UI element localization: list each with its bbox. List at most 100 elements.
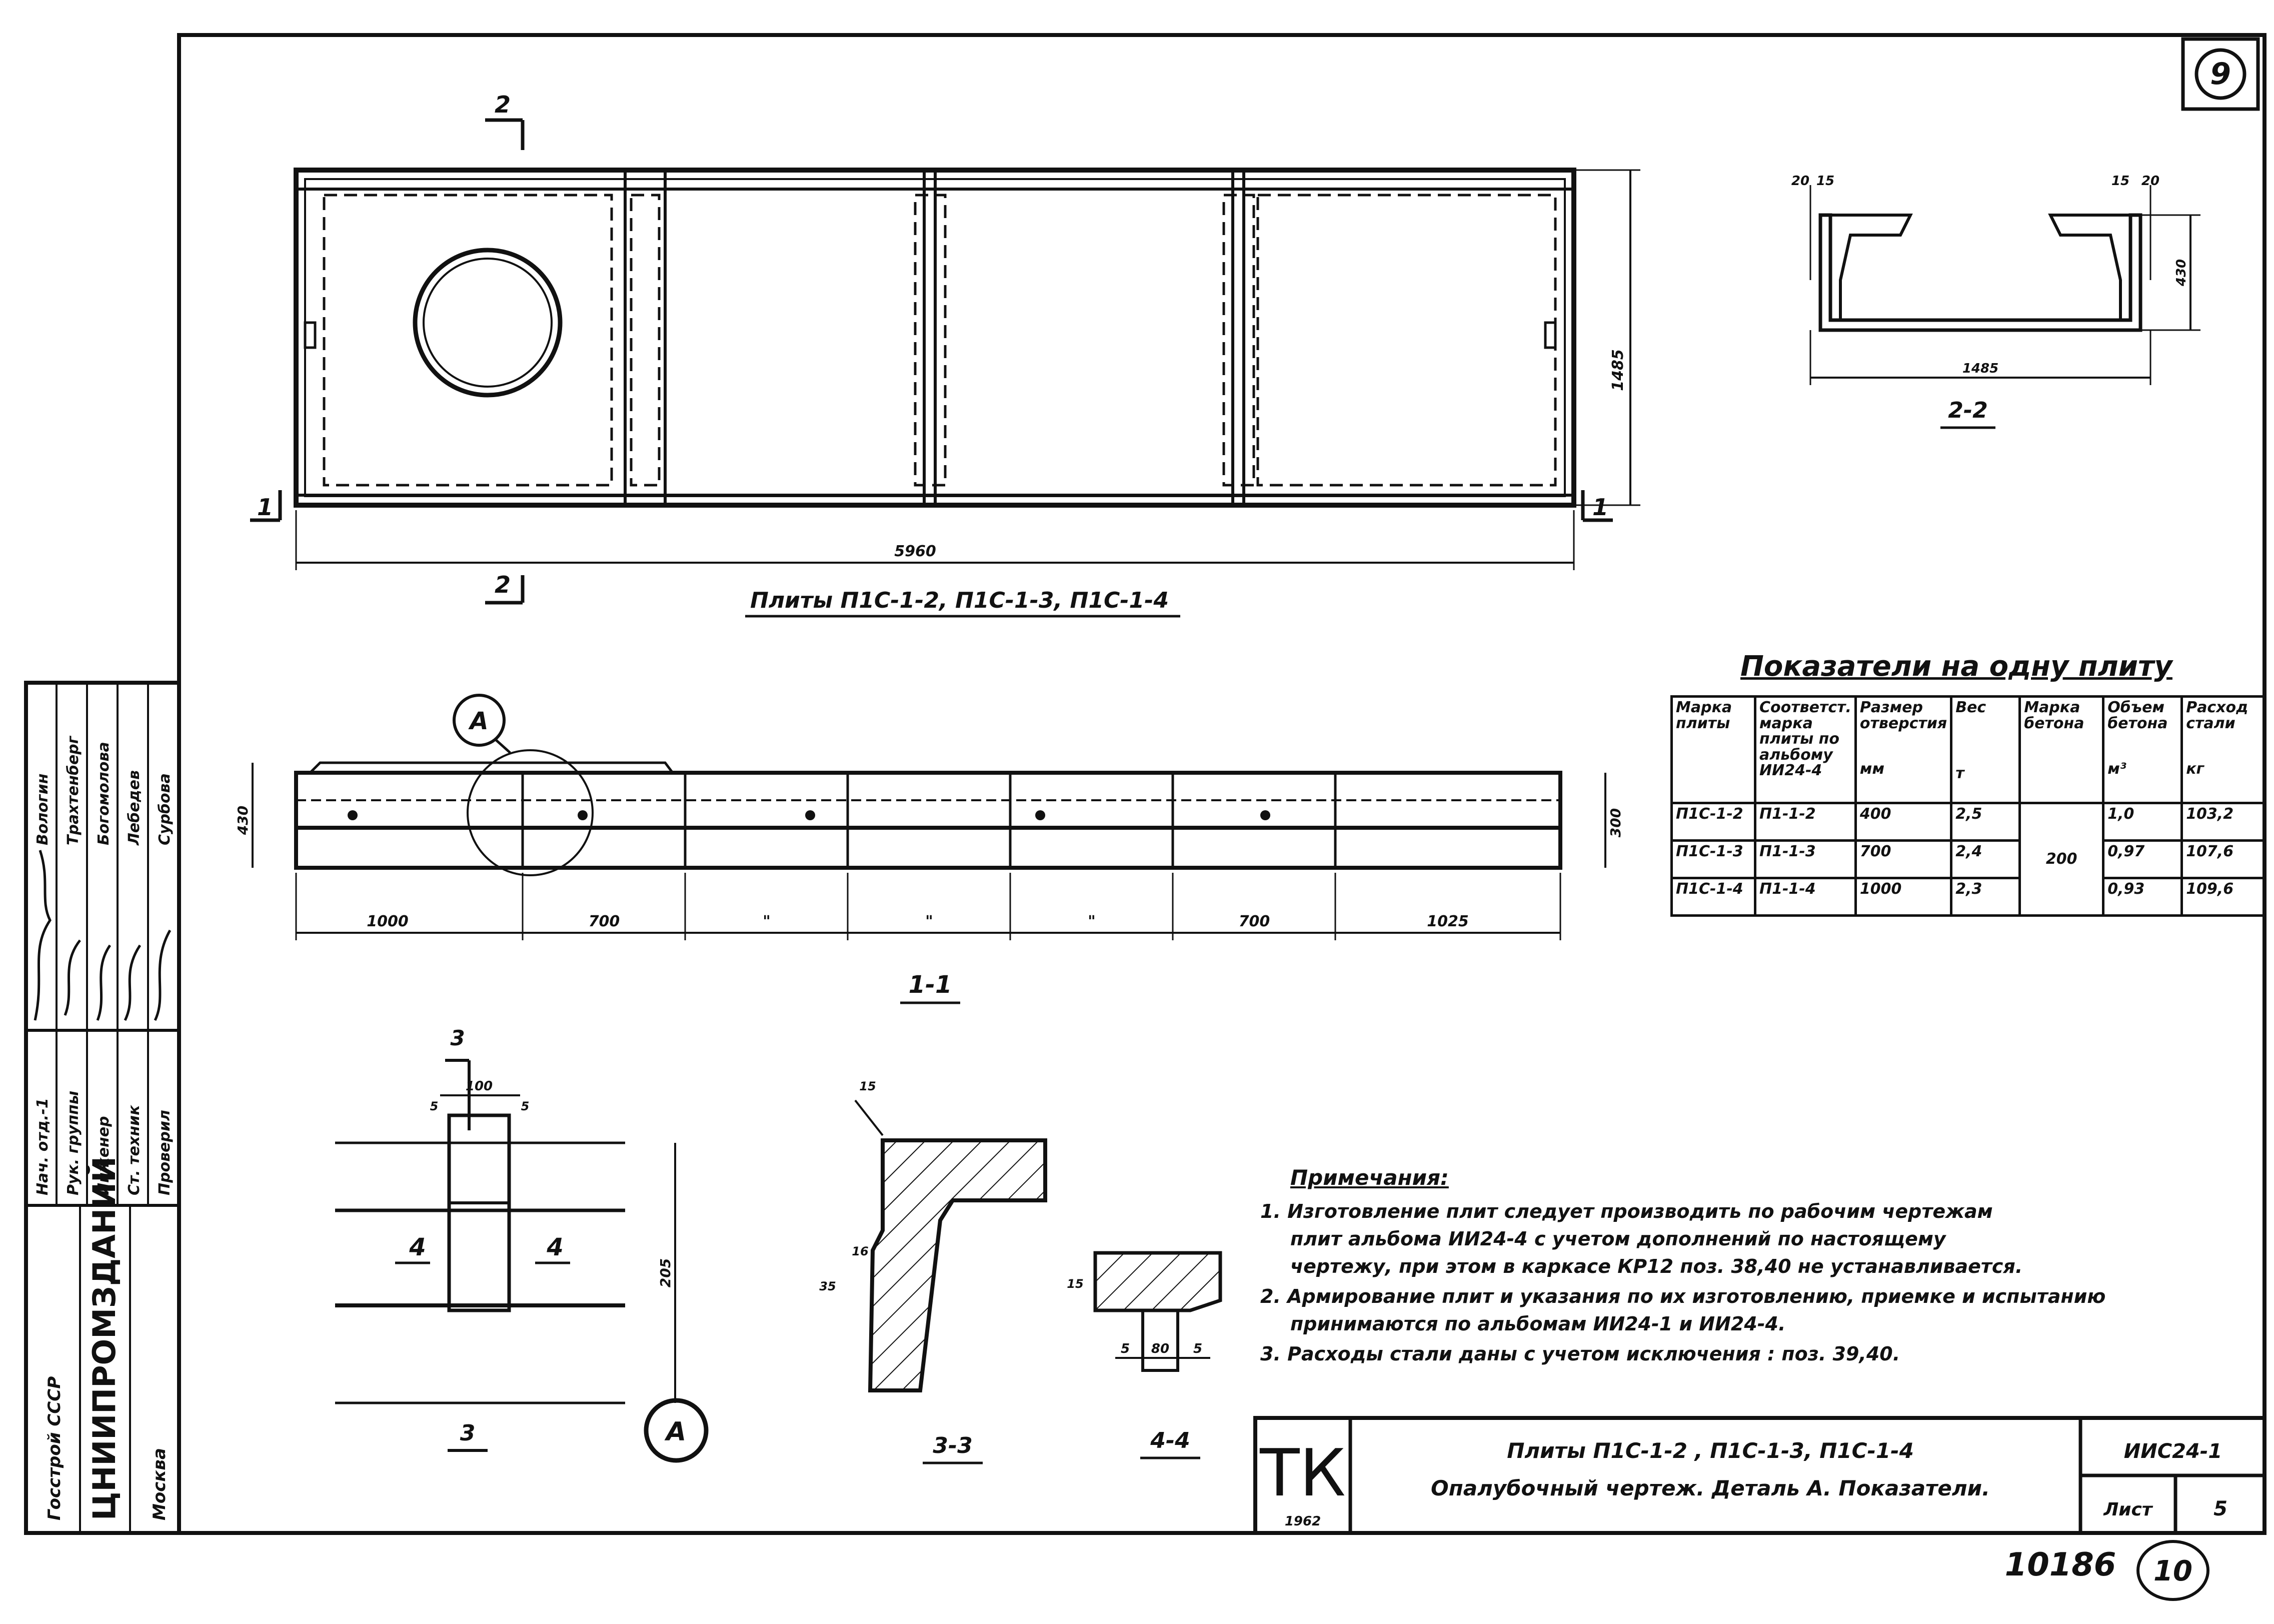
note-line: 2. Армирование плит и указания по их изг… [1260, 1285, 2106, 1307]
plan-dashed-bay [630, 194, 661, 487]
section-1-1-dim: " [763, 913, 771, 930]
table-header: Марка плиты [1670, 695, 1756, 804]
section-1-1-anchor [1260, 810, 1270, 820]
section-1-1-dim: 1000 [367, 913, 409, 930]
table-cell: 109,6 [2180, 877, 2267, 917]
section-3-3-dim-mid: 16 [852, 1244, 868, 1258]
title-block-sheet-label: Лист [2103, 1499, 2153, 1520]
table-cell: 0,97 [2102, 839, 2183, 879]
detail-a-callout-circle [644, 1398, 709, 1463]
section-4-4-dim: 5 [1121, 1341, 1130, 1356]
note-line: 1. Изготовление плит следует производить… [1260, 1200, 1993, 1222]
plan-length-value: 5960 [894, 543, 936, 560]
plan-dashed-bay [1256, 194, 1557, 487]
title-block-title-2: Опалубочный чертеж. Деталь А. Показатели… [1431, 1476, 1990, 1500]
section-4-4-dim: 5 [1193, 1341, 1202, 1356]
table-cell-concrete-grade: 200 [2018, 802, 2105, 917]
note-line: 3. Расходы стали даны с учетом исключени… [1260, 1343, 1900, 1365]
section-1-1-dim: 700 [1239, 913, 1270, 930]
title-block-year: 1962 [1285, 1514, 1321, 1529]
plan-cut-bottom-label: 2 [495, 571, 511, 598]
table-row: П1С-1-3 П1-1-3 700 2,4 0,97 107,6 [1670, 839, 2267, 879]
section-2-2-width: 1485 [1962, 361, 1998, 376]
header-unit: мм [1859, 760, 1884, 778]
side-stamp-city: Москва [150, 1448, 170, 1520]
plan-view: 5960 1485 2 2 1 1 Плиты П1С-1-2, П1С-1-3… [250, 91, 1640, 618]
table-cell: 103,2 [2180, 802, 2267, 842]
plan-cut-top-label: 2 [495, 91, 511, 118]
section-1-1-dim: 700 [589, 913, 620, 930]
detail-a: 3 100 5 5 205 4 4 3 А [335, 1026, 709, 1463]
detail-a-cut-label: 3 [450, 1026, 465, 1050]
detail-a-callout: А [664, 1417, 686, 1447]
table-cell: П1С-1-3 [1670, 839, 1756, 879]
plan-opening-inner [423, 258, 553, 388]
section-3-3-dim-low: 35 [819, 1279, 836, 1293]
section-1-1-callout: А [468, 707, 488, 735]
plan-loop-right [1544, 321, 1557, 349]
section-3-3-leader [854, 1099, 884, 1136]
header-unit: м³ [2107, 760, 2126, 778]
side-stamp-role: Инженер [95, 1116, 113, 1195]
plan-dashed-bay [914, 194, 947, 487]
detail-a-dim-small-right: 5 [521, 1099, 530, 1113]
section-1-1-dim: " [925, 913, 933, 930]
bottom-number: 10186 [2005, 1546, 2116, 1583]
side-stamp-name: Богомолова [95, 742, 113, 845]
table-cell: 400 [1854, 802, 1953, 842]
section-1-1-anchor [805, 810, 815, 820]
notes-title: Примечания: [1290, 1165, 1449, 1190]
plan-caption: Плиты П1С-1-2, П1С-1-3, П1С-1-4 [750, 588, 1169, 613]
corner-number-circle [2194, 48, 2246, 100]
side-stamp-role: Нач. отд.-1 [34, 1098, 52, 1195]
section-1-1-detail-circle [467, 749, 594, 876]
side-stamp-signature [64, 939, 81, 1016]
indicators-table: Марка плиты Соответст. марка плиты по ал… [1670, 695, 2267, 917]
section-4-4-dim-side: 15 [1067, 1277, 1083, 1291]
section-4-4-rib [1141, 1309, 1179, 1372]
section-3-3-dim-top: 15 [859, 1079, 876, 1093]
title-block-series: ИИС24-1 [2124, 1440, 2222, 1463]
table-cell: 1000 [1854, 877, 1953, 917]
section-3-3: 15 16 35 3-3 [819, 1079, 1047, 1464]
table-cell: П1-1-3 [1754, 839, 1857, 879]
detail-a-dim-small-left: 5 [430, 1099, 439, 1113]
section-1-1-anchor [348, 810, 358, 820]
section-1-1-dim: 1025 [1427, 913, 1469, 930]
plan-dashed-bay [1222, 194, 1255, 487]
section-4-4: 15 5 80 5 4-4 [1067, 1251, 1222, 1459]
table-header: Марка бетона [2018, 695, 2105, 804]
plan-width-value: 1485 [1609, 349, 1627, 391]
side-stamp-name: Лебедев [126, 770, 143, 846]
side-stamp-signature [154, 929, 172, 1021]
section-1-1-label: 1-1 [909, 971, 952, 999]
detail-a-height: 205 [657, 1258, 674, 1287]
side-stamp-role: Ст. техник [126, 1105, 143, 1195]
detail-a-cut-bottom: 3 [460, 1420, 476, 1446]
header-text: Расход стали [2186, 699, 2248, 732]
side-stamp-role: Рук. группы [65, 1091, 82, 1195]
table-cell: 2,3 [1950, 877, 2021, 917]
table-row: П1С-1-2 П1-1-2 400 2,5 200 1,0 103,2 [1670, 802, 2267, 917]
section-2-2-outline [1818, 213, 2142, 332]
indicators-title: Показатели на одну плиту [1740, 650, 2172, 683]
title-block: ТК 1962 Плиты П1С-1-2 , П1С-1-3, П1С-1-4… [1253, 1416, 2266, 1535]
detail-a-dim-top-value: 100 [466, 1079, 493, 1094]
section-1-1: А 430 300 1000 700 " " " 700 1025 1-1 [235, 694, 1624, 1004]
section-1-1-dim: " [1088, 913, 1096, 930]
plan-cut-right-label: 1 [1592, 494, 1608, 521]
table-cell: 700 [1854, 839, 1953, 879]
plan-cut-left-label: 1 [257, 494, 273, 521]
note-line: чертежу, при этом в каркасе КР12 поз. 38… [1290, 1255, 2023, 1277]
section-2-2-shelf [1830, 214, 2130, 320]
section-2-2: 20 15 15 20 430 1485 2-2 [1791, 174, 2200, 429]
header-text: Размер отверстия [1859, 699, 1947, 732]
plan-loop-left [304, 321, 317, 349]
section-4-4-hatch [1093, 1251, 1222, 1312]
table-cell: 107,6 [2180, 839, 2267, 879]
section-2-2-dim-tr-a: 15 [2111, 174, 2129, 189]
side-stamp-name: Вологин [34, 774, 52, 845]
side-stamp-name: Трахтенберг [65, 735, 82, 845]
